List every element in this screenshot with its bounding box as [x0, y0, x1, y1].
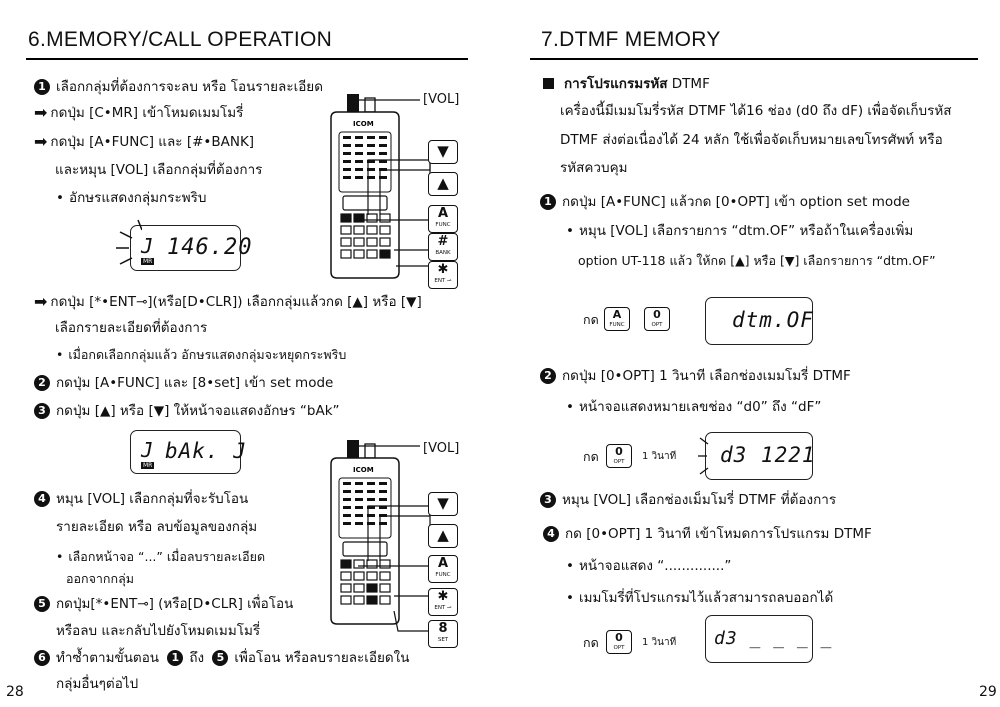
left-step-4-cont: รายละเอียด หรือ ลบข้อมูลของกลุ่ม	[56, 519, 258, 535]
lcd-dtmof-text: dtm.OF	[732, 308, 814, 332]
left-substep-ent: ➡กดปุ่ม [*•ENT⊸](หรือ[D•CLR]) เลือกกลุ่ม…	[34, 292, 422, 311]
ent-key-2: ✱ENT ⊸	[428, 588, 458, 616]
left-substep-cmr: ➡กดปุ่ม [C•MR] เข้าโหมดเมมโมรี่	[34, 103, 244, 122]
left-text-select-detail: เลือกรายละเอียดที่ต้องการ	[55, 320, 208, 336]
radio-illustration-1: ICOM	[330, 94, 400, 279]
step-number-1: 1	[34, 79, 50, 95]
blink-marks-icon-2	[698, 437, 709, 475]
left-text-vol: และหมุน [VOL] เลือกกลุ่มที่ต้องการ	[55, 162, 263, 178]
lcd-channel-text: d3 1221	[720, 443, 816, 467]
right-heading: การโปรแกรมรหัส DTMF	[543, 75, 710, 93]
right-intro-2: DTMF ส่งต่อเนื่องได้ 24 หลัก ใช้เพื่อจัด…	[560, 132, 943, 148]
left-text-out-of-group: ออกจากกลุ่ม	[66, 571, 134, 586]
bank-key-1: #BANK	[428, 233, 458, 261]
arrow-right-icon: ➡	[34, 132, 48, 151]
mr-indicator: MR	[141, 258, 155, 265]
right-step-4-bullet-2: เมมโมรี่ที่โปรแกรมไว้แล้วสามารถลบออกได้	[566, 589, 833, 607]
left-bullet-blink: อักษรแสดงกลุ่มกระพริบ	[56, 189, 206, 207]
lcd-display-bak: J MR bAk. J	[130, 430, 246, 474]
right-step-2-bullet: หน้าจอแสดงหมายเลขช่อง “d0” ถึง “dF”	[566, 398, 821, 416]
left-step-5-cont: หรือลบ และกลับไปยังโหมดเมมโมรี่	[56, 623, 261, 639]
left-bullet-stop-blink: เมื่อกดเลือกกลุ่มแล้ว อักษรแสดงกลุ่มจะหย…	[56, 346, 346, 364]
right-page-title: 7.DTMF MEMORY	[541, 28, 721, 51]
down-key-2: ▼	[428, 492, 458, 516]
left-bullet-select-dots: เลือกหน้าจอ “...” เมื่อลบรายละเอียด	[56, 548, 265, 566]
press-label-3: กด	[583, 635, 599, 650]
ent-key-1: ✱ENT ⊸	[428, 261, 458, 289]
right-intro-1: เครื่องนี้มีเมมโมรี่รหัส DTMF ได้16 ช่อง…	[560, 103, 952, 119]
down-key-1: ▼	[428, 140, 458, 164]
right-step-1-cont: option UT-118 แล้ว ให้กด [▲] หรือ [▼] เล…	[578, 253, 936, 268]
left-title-rule	[26, 58, 468, 60]
right-intro-3: รหัสควบคุม	[560, 160, 628, 176]
one-second-label-2: 1 วินาที	[642, 637, 677, 648]
square-bullet-icon	[543, 78, 554, 89]
right-step-4-bullet-1: หน้าจอแสดง “..............”	[566, 557, 731, 575]
lcd-bank-glyph: J	[141, 234, 155, 258]
lcd-display-program: d3 _ _ _ _	[705, 615, 831, 663]
blink-marks-icon	[116, 219, 142, 265]
svg-text:ICOM: ICOM	[353, 120, 374, 128]
press-label-1: กด	[583, 312, 599, 327]
callout-lines-2	[358, 445, 431, 632]
right-page-number: 29	[979, 684, 997, 700]
arrow-right-icon: ➡	[34, 103, 48, 122]
radio-illustration-2: ICOM	[330, 440, 400, 625]
left-page-number: 28	[6, 684, 24, 700]
press-label-2: กด	[583, 449, 599, 464]
left-substep-func-bank: ➡กดปุ่ม [A•FUNC] และ [#•BANK]	[34, 132, 255, 151]
lcd-program-text: d3 _ _ _ _	[714, 628, 833, 649]
svg-text:ICOM: ICOM	[353, 466, 374, 474]
vol-label-2: [VOL]	[423, 441, 460, 456]
right-title-rule	[530, 58, 978, 60]
one-second-label-1: 1 วินาที	[642, 451, 677, 462]
left-step-6-cont: กลุ่มอื่นๆต่อไป	[56, 676, 139, 692]
arrow-right-icon: ➡	[34, 292, 48, 311]
lcd-frequency-text: 146.20	[167, 235, 253, 260]
up-key-1: ▲	[428, 172, 458, 196]
lcd-display-channel: d3 1221	[705, 432, 816, 480]
left-page-title: 6.MEMORY/CALL OPERATION	[28, 28, 333, 51]
callout-lines-1	[358, 99, 431, 267]
lcd-display-frequency: J MR 146.20	[130, 225, 251, 271]
right-step-1-bullet: หมุน [VOL] เลือกรายการ “dtm.OF” หรือถ้าใ…	[566, 222, 913, 240]
lcd-bak-text: bAk. J	[165, 439, 247, 463]
vol-label-1: [VOL]	[423, 92, 460, 107]
lcd-display-dtmof: dtm.OF	[705, 297, 813, 345]
up-key-2: ▲	[428, 524, 458, 548]
